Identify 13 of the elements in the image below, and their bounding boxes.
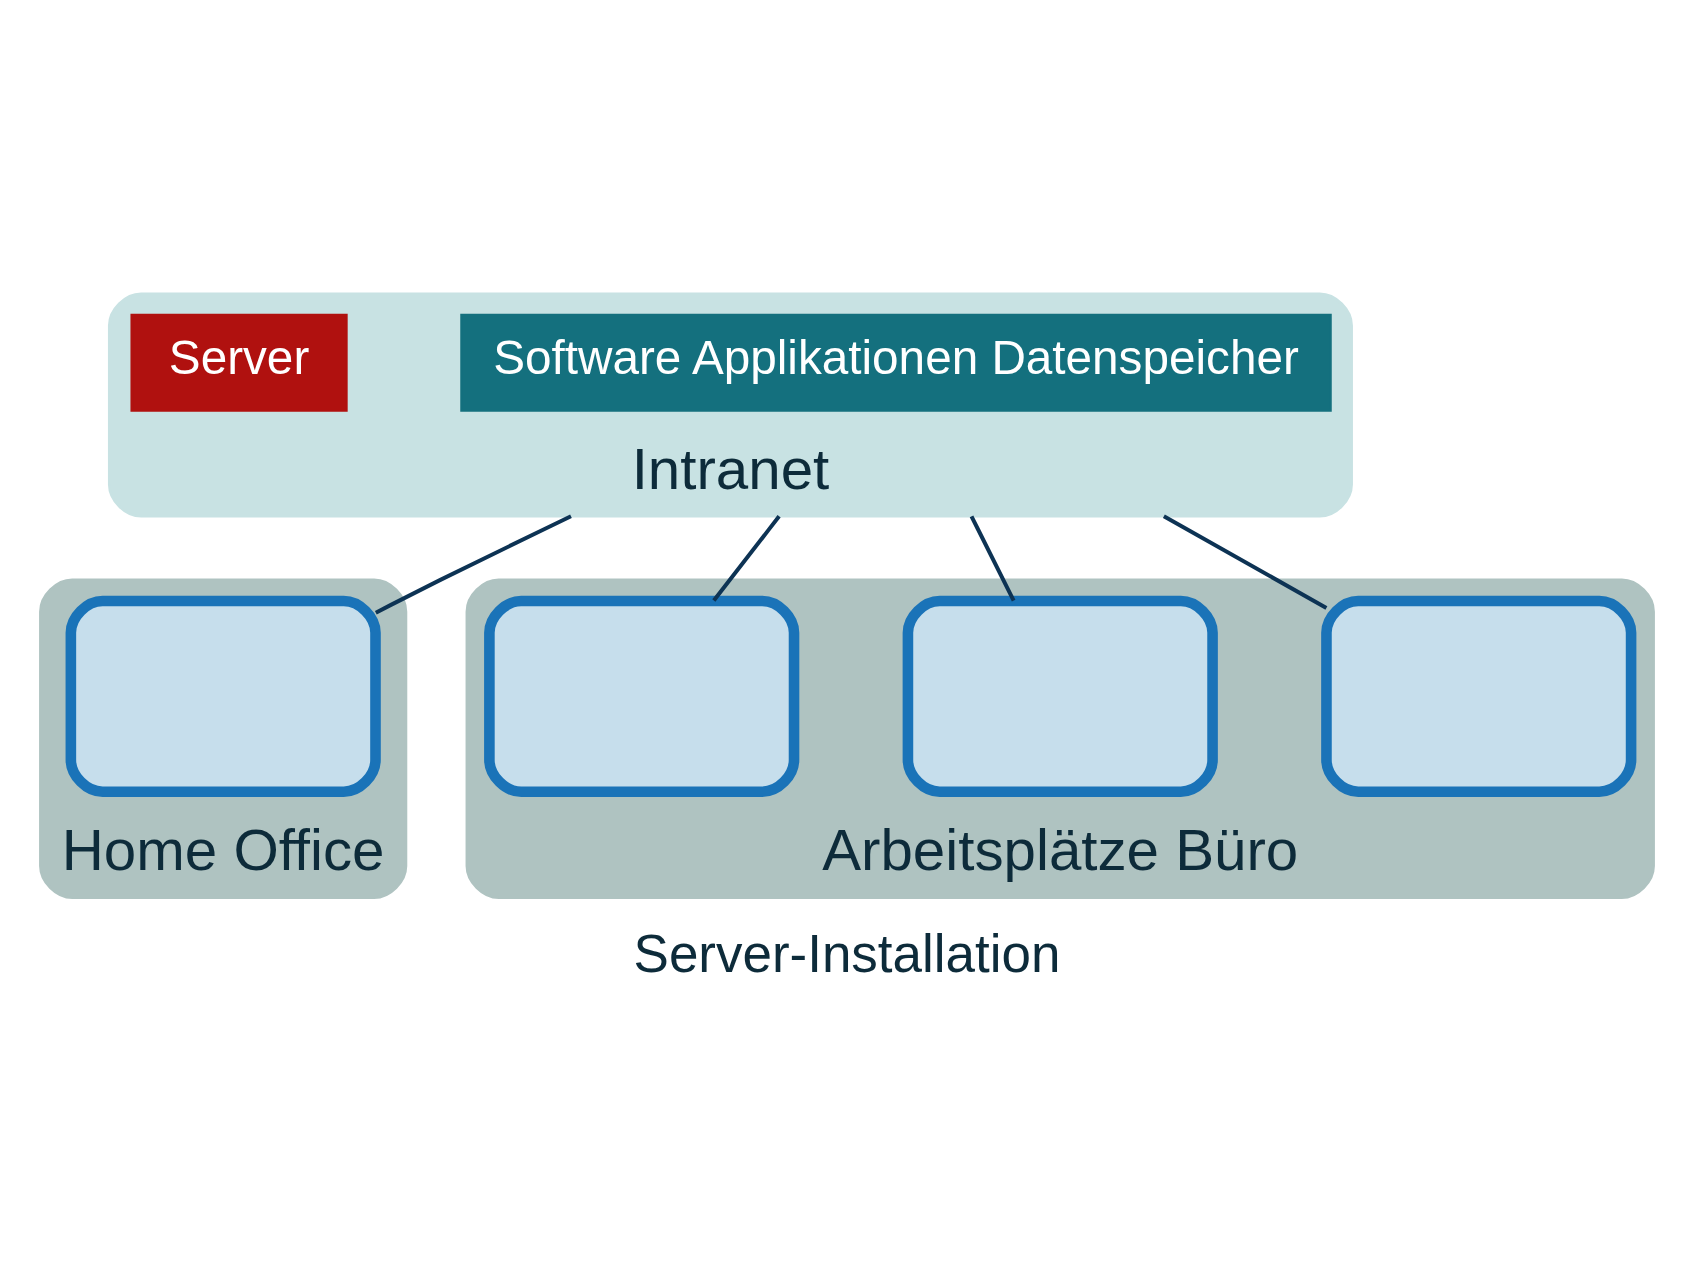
- node-box: [484, 595, 800, 797]
- connector: [969, 514, 1016, 601]
- cluster: Home Office: [39, 578, 408, 899]
- node-box: Server: [130, 313, 348, 412]
- cluster: Arbeitsplätze Büro: [465, 578, 1655, 899]
- node-box: [1321, 595, 1637, 797]
- connector: [712, 514, 781, 602]
- connector: [374, 514, 572, 614]
- node-box: [65, 595, 381, 797]
- connector: [1162, 514, 1328, 610]
- node-box: Software Applikationen Datenspeicher: [460, 313, 1332, 412]
- caption: Server-Installation: [633, 923, 1061, 983]
- node-box: [902, 595, 1218, 797]
